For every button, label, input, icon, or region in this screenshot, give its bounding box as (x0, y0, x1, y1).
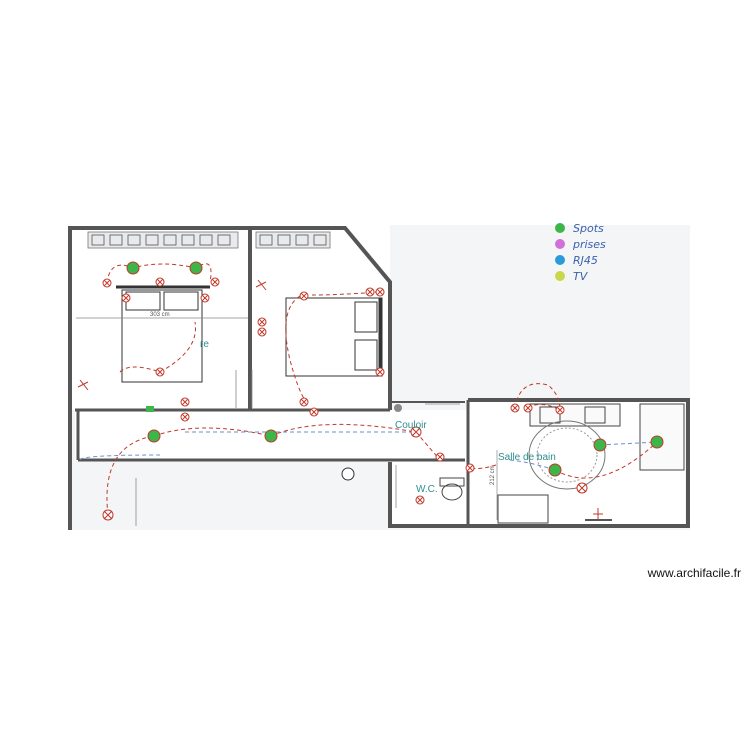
wc-label: W.C. (416, 484, 438, 495)
outer-wall-bedrooms (68, 226, 392, 530)
spot-icon (650, 435, 664, 449)
switch-icon (255, 279, 267, 291)
switch-icon (593, 508, 603, 520)
legend: Spots prises RJ45 TV (555, 222, 606, 283)
switches (77, 279, 612, 521)
walls (68, 226, 690, 530)
spot-icon (147, 429, 161, 443)
wc-floor (390, 462, 470, 525)
legend-tv-icon (555, 271, 565, 281)
radiators (87, 231, 331, 249)
bedrooms-floor (70, 225, 390, 410)
spot-icon (264, 429, 278, 443)
legend-rj45-icon (555, 255, 565, 265)
spot-icon (189, 261, 203, 275)
bathroom-fixtures (439, 403, 685, 524)
legend-rj45-label: RJ45 (573, 254, 598, 267)
legend-prises-icon (555, 239, 565, 249)
utility-icon (394, 404, 402, 412)
spot-icon (126, 261, 140, 275)
spot-icon (548, 463, 562, 477)
legend-prises-label: prises (572, 238, 606, 251)
bathroom-height-dimension: 212 cm (490, 465, 496, 485)
switch-icon (77, 379, 89, 391)
electrical-wires (106, 263, 658, 516)
spot-lights (126, 261, 664, 477)
bedroom-width-dimension: 303 cm (150, 312, 170, 318)
legend-spots-label: Spots (573, 222, 604, 235)
doors (135, 370, 460, 526)
bathroom-label: Salle de bain (498, 452, 556, 463)
junction-box-icon (341, 467, 355, 481)
bathroom-outer-wall (388, 398, 690, 528)
corridor-label: Couloir (395, 420, 427, 431)
light-points (102, 277, 588, 521)
bedroom-label: re (200, 339, 209, 350)
legend-tv-label: TV (573, 270, 589, 283)
watermark: www.archifacile.fr (647, 566, 741, 580)
legend-spots-icon (555, 223, 565, 233)
network-outlet-icon (146, 406, 154, 412)
bed-left (116, 285, 210, 383)
spot-icon (593, 438, 607, 452)
